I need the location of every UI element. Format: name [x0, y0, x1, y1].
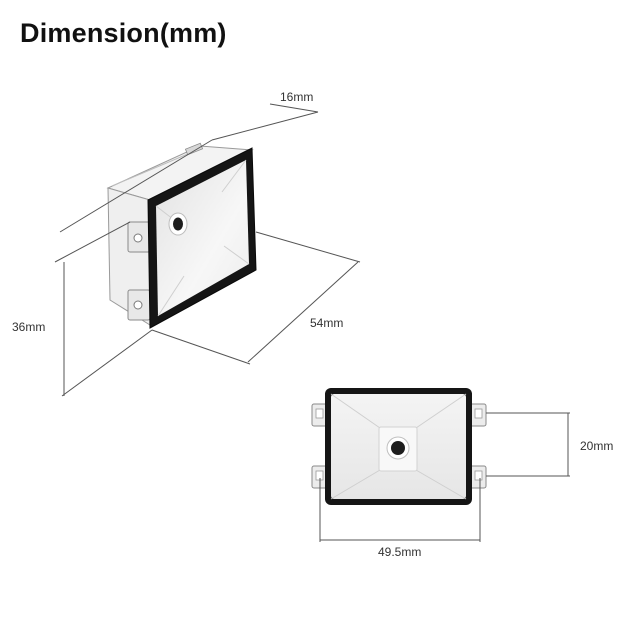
side-bracket-upper: [127, 221, 151, 253]
isometric-view: 16mm 36mm 54mm: [12, 90, 361, 397]
height-label: 36mm: [12, 320, 45, 334]
front-bracket-right-upper: [469, 403, 487, 427]
front-height-dimension: 20mm: [486, 412, 613, 477]
side-bracket-lower: [127, 289, 151, 321]
depth-label: 16mm: [280, 90, 313, 104]
front-width-dimension: 49.5mm: [319, 478, 481, 559]
depth-dimension: 16mm: [59, 90, 319, 233]
width-dimension: 54mm: [151, 231, 361, 365]
front-width-label: 49.5mm: [378, 545, 421, 559]
scan-window: [156, 160, 249, 316]
front-bracket-right-lower: [469, 465, 487, 489]
height-dimension: 36mm: [12, 221, 153, 397]
width-label: 54mm: [310, 316, 343, 330]
front-height-label: 20mm: [580, 439, 613, 453]
front-view: 20mm 49.5mm: [311, 388, 613, 559]
page-title: Dimension(mm): [20, 18, 227, 48]
